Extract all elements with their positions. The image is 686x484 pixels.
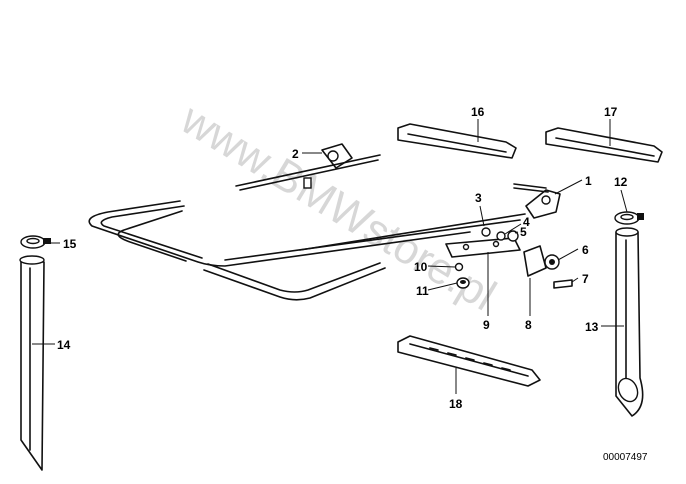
leader-lines <box>32 119 628 394</box>
part-15-clip <box>20 235 51 249</box>
label-15: 15 <box>63 237 77 251</box>
part-16-cover <box>397 123 517 159</box>
part-7-screw <box>553 279 573 289</box>
part-labels: 1 2 3 4 5 6 7 8 9 10 11 12 13 14 15 16 1… <box>57 105 628 411</box>
label-3: 3 <box>475 191 482 205</box>
label-1: 1 <box>585 174 592 188</box>
part-6-8-pivot <box>523 245 560 277</box>
part-12-clip <box>614 211 644 225</box>
part-2-cable-bracket <box>235 143 381 191</box>
label-17: 17 <box>604 105 618 119</box>
label-6: 6 <box>582 243 589 257</box>
part-18-grille <box>397 335 541 387</box>
label-10: 10 <box>414 260 428 274</box>
part-17-cover <box>545 127 663 163</box>
part-13-right-rod <box>615 227 644 417</box>
label-5: 5 <box>520 225 527 239</box>
diagram-code: 00007497 <box>603 452 648 463</box>
label-14: 14 <box>57 338 71 352</box>
label-18: 18 <box>449 397 463 411</box>
part-9-base-plate <box>445 237 521 258</box>
fasteners-3-4-5 <box>481 227 519 242</box>
label-11: 11 <box>416 284 429 298</box>
part-14-left-rod <box>19 255 45 471</box>
label-9: 9 <box>483 318 490 332</box>
label-16: 16 <box>471 105 485 119</box>
part-1-bracket <box>513 183 561 219</box>
label-12: 12 <box>614 175 628 189</box>
label-4: 4 <box>523 215 530 229</box>
cable-assembly <box>88 200 526 301</box>
label-2: 2 <box>292 147 299 161</box>
label-8: 8 <box>525 318 532 332</box>
label-13: 13 <box>585 320 599 334</box>
label-7: 7 <box>582 272 589 286</box>
